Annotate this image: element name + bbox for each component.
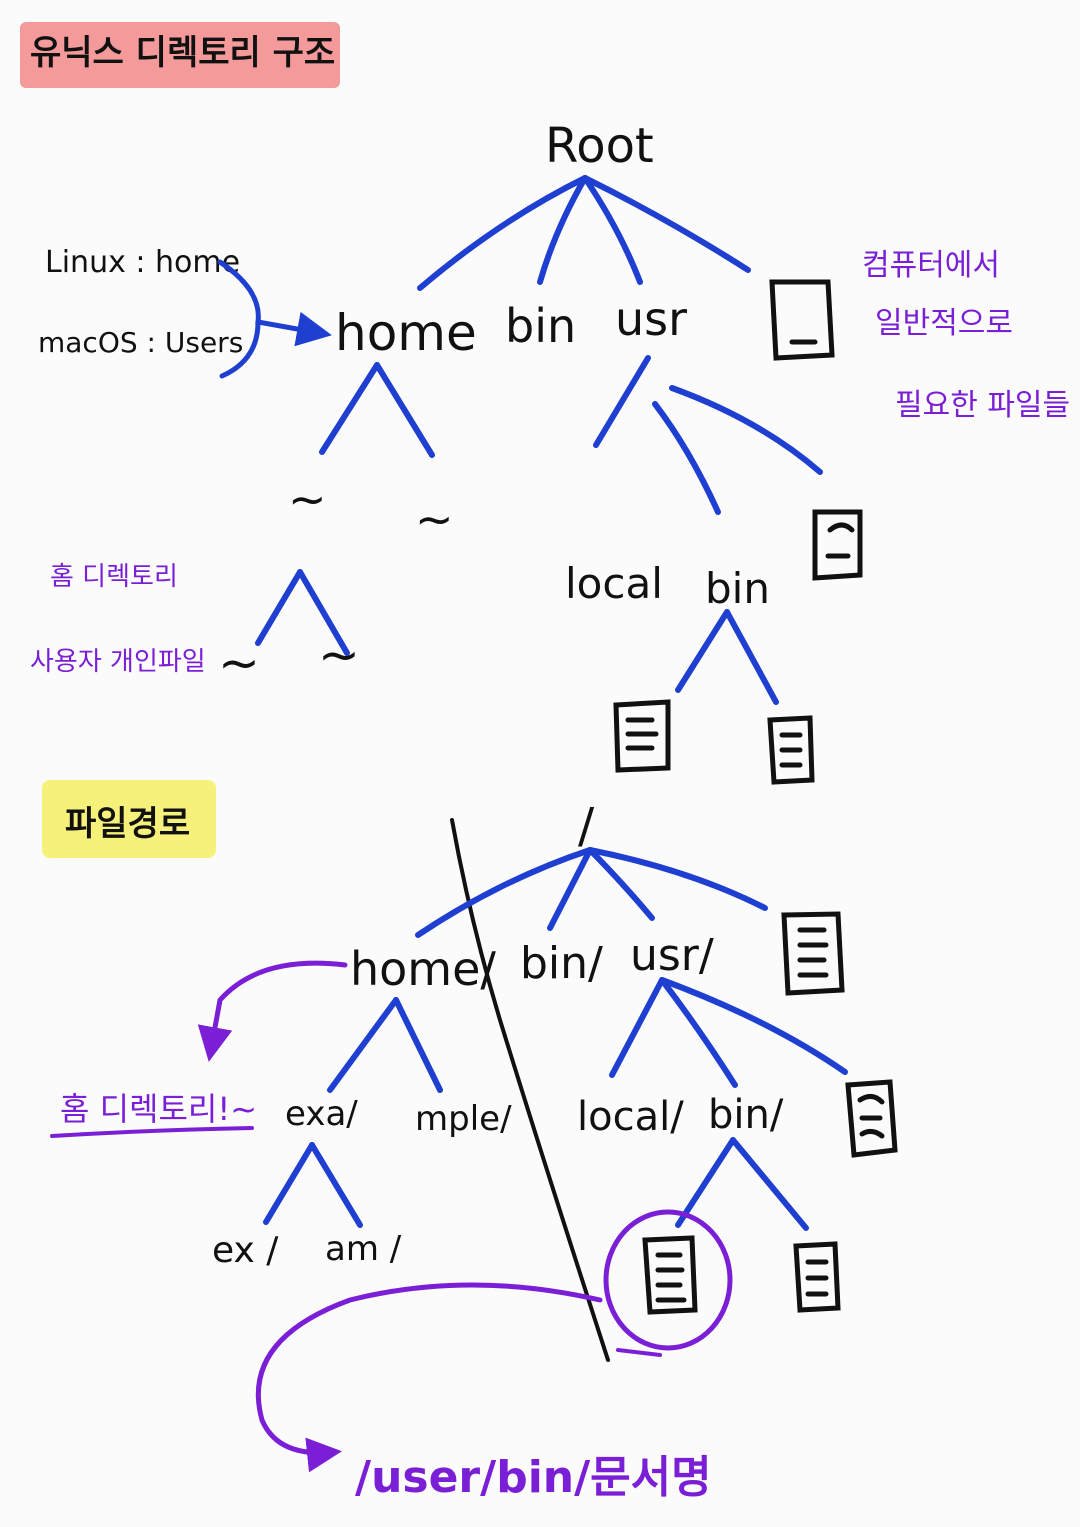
note-linux: Linux : home	[45, 245, 240, 280]
tree1-usr-bin-branches	[675, 609, 779, 705]
note-brace-arrow	[217, 259, 332, 347]
tree2-am-label: am /	[325, 1229, 402, 1269]
divider-line	[450, 818, 610, 1362]
note-user-files: 사용자 개인파일	[30, 647, 206, 677]
note-needed-1: 컴퓨터에서	[862, 248, 1000, 283]
note-needed-2: 일반적으로	[875, 306, 1013, 341]
tree1-home-dir-b: ~	[415, 492, 454, 546]
tree2-usr-bin-file-icon-a	[642, 1235, 698, 1315]
tree2-ex-label: ex /	[212, 1230, 279, 1271]
path-result-arrow	[255, 1282, 603, 1473]
home-note-arrow	[197, 960, 348, 1062]
tree1-home-label: home	[335, 304, 477, 362]
target-file-circle	[603, 1209, 733, 1351]
tree1-user-file-b: ~	[318, 626, 360, 684]
note-needed-3: 필요한 파일들	[895, 388, 1070, 423]
tree2-mple-label: mple/	[415, 1099, 512, 1139]
note-home-dir: 홈 디렉토리	[50, 562, 178, 592]
tree1-usr-file-icon	[812, 509, 863, 581]
title-highlight-pink	[20, 22, 340, 88]
tree2-root-branches	[415, 847, 768, 938]
tree2-home-branches	[327, 997, 443, 1093]
tree1-root-file-icon	[769, 279, 835, 361]
note-brace-lower	[219, 319, 261, 379]
tree2-bin-label: bin/	[520, 938, 603, 989]
tree2-home-label: home/	[350, 942, 496, 996]
tree1-usr-branches	[593, 355, 823, 515]
tree1-usr-bin-file-icon-b	[767, 715, 815, 785]
tree1-usr-bin-file-icon-a	[613, 699, 671, 773]
tree1-home-dir-a: ~	[288, 472, 327, 526]
tree2-root-file-icon	[781, 911, 845, 996]
tree1-user-branches	[255, 569, 350, 656]
tree1-root-branches	[417, 175, 751, 291]
tree1-usr-bin-label: bin	[705, 564, 770, 613]
tree1-root-label: Root	[545, 118, 654, 174]
tree2-usr-bin-file-icon-b	[793, 1241, 841, 1313]
tree1-bin-label: bin	[505, 299, 576, 353]
tree2-usr-label: usr/	[630, 930, 714, 981]
tree2-usr-file-icon	[845, 1079, 898, 1158]
title-highlight-yellow	[42, 780, 216, 858]
tree2-usr-bin-label: bin/	[708, 1092, 784, 1138]
path-result: /user/bin/문서명	[355, 1452, 712, 1503]
tree2-exa-label: exa/	[285, 1094, 358, 1134]
tree1-user-file-a: ~	[218, 634, 260, 692]
tree1-home-branches	[319, 362, 435, 458]
tree1-usr-label: usr	[615, 292, 687, 346]
tree2-usr-branches	[609, 977, 848, 1088]
note2-underline	[50, 1126, 254, 1138]
tree2-root-label: /	[578, 798, 595, 854]
tree1-usr-local-label: local	[565, 559, 663, 608]
section2-title: 파일경로	[65, 804, 190, 844]
tree2-usr-bin-branches	[675, 1137, 809, 1231]
note2-home-dir: 홈 디렉토리!~	[60, 1090, 257, 1128]
circle-tail-arrow	[616, 1348, 662, 1357]
note-macos: macOS : Users	[38, 326, 243, 359]
tree2-exa-branches	[263, 1142, 363, 1228]
tree2-usr-local-label: local/	[577, 1094, 684, 1140]
section1-title: 유닉스 디렉토리 구조	[30, 33, 335, 73]
